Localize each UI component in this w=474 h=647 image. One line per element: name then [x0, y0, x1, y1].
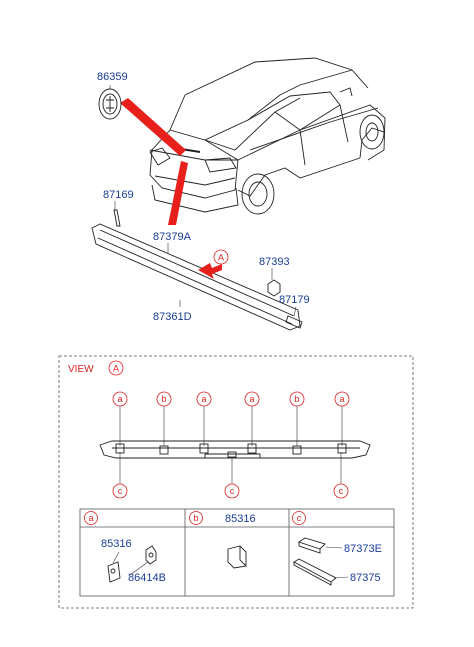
legend-col-c-letter: c [297, 513, 302, 523]
part-label-87393: 87393 [259, 256, 290, 268]
marker-c-2: c [230, 486, 235, 496]
callout-a-label: A [218, 253, 224, 263]
marker-a-2: a [201, 394, 206, 404]
marker-a-1: a [117, 394, 122, 404]
clip-markers-bottom: c c c [112, 483, 349, 499]
part-label-87169: 87169 [103, 189, 134, 201]
part-label-86359: 86359 [97, 71, 128, 83]
clip-a-drawing [107, 545, 157, 583]
car-illustration [149, 57, 386, 215]
garnish-rear-view [99, 440, 371, 459]
clip-c-drawing [293, 537, 349, 586]
part-label-87179: 87179 [279, 294, 310, 306]
red-pointer-arrows [120, 98, 188, 225]
garnish-assembly [91, 209, 303, 331]
legend-c-part-87373e: 87373E [344, 543, 382, 555]
clip-markers-top: a b a a b a [112, 391, 350, 407]
marker-a-4: a [339, 394, 344, 404]
marker-b-1: b [161, 394, 166, 404]
emblem-part [98, 88, 122, 120]
legend-col-b-letter: b [193, 513, 198, 523]
marker-c-1: c [118, 486, 123, 496]
legend-a-part-85316: 85316 [101, 538, 132, 550]
legend-c-part-87375: 87375 [350, 572, 381, 584]
marker-c-3: c [339, 486, 344, 496]
leader-lines [109, 85, 297, 317]
clip-b-drawing [227, 545, 247, 569]
marker-b-2: b [294, 394, 299, 404]
legend-col-a-letter: a [88, 513, 93, 523]
legend-table [79, 508, 395, 597]
part-label-87379a: 87379A [153, 231, 192, 243]
view-ref-letter: A [113, 364, 119, 374]
part-label-87361d: 87361D [153, 311, 192, 323]
marker-leaders [119, 406, 343, 484]
legend-a-part-86414b: 86414B [128, 572, 166, 584]
view-a-callout: A [198, 249, 229, 279]
view-label: VIEW [68, 364, 94, 375]
view-a-frame [58, 355, 414, 609]
legend-col-b-part: 85316 [225, 513, 256, 525]
marker-a-3: a [249, 394, 254, 404]
